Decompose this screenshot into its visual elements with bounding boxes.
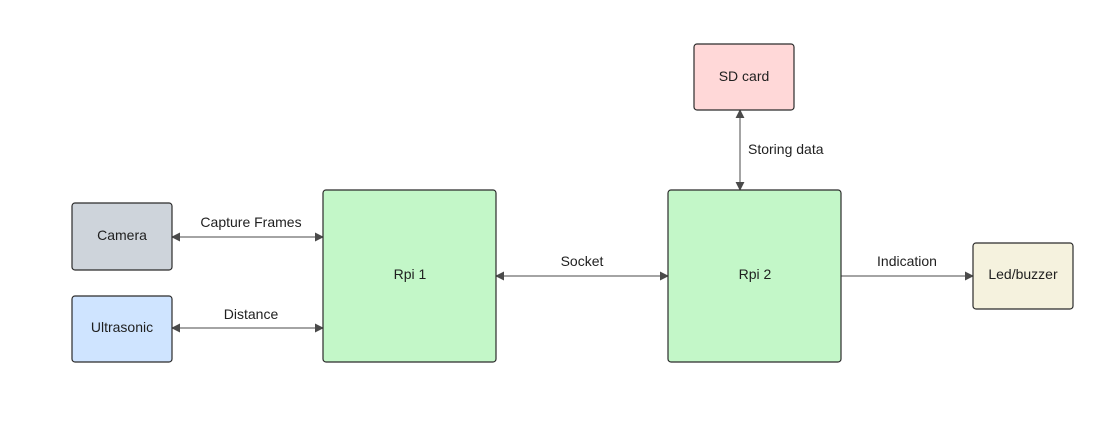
node-label-ledbuzzer: Led/buzzer	[988, 266, 1058, 282]
edge-indication: Indication	[841, 253, 974, 281]
node-box-ultrasonic	[71, 295, 173, 363]
node-ultrasonic: Ultrasonic	[71, 295, 173, 363]
edge-storing-data: Storing data	[735, 109, 824, 191]
node-label-camera: Camera	[97, 227, 147, 243]
node-box-sdcard	[693, 43, 795, 111]
node-label-ultrasonic: Ultrasonic	[91, 319, 153, 335]
node-rpi1: Rpi 1	[322, 189, 497, 363]
node-camera: Camera	[71, 202, 173, 271]
edge-label-storing-data: Storing data	[748, 141, 824, 157]
edge-label-capture-frames: Capture Frames	[200, 214, 301, 230]
node-box-rpi1	[322, 189, 497, 363]
edge-distance: Distance	[171, 306, 324, 333]
edge-label-socket: Socket	[561, 253, 604, 269]
node-sdcard: SD card	[693, 43, 795, 111]
edge-socket: Socket	[495, 253, 669, 281]
edge-capture-frames: Capture Frames	[171, 214, 324, 242]
edge-label-distance: Distance	[224, 306, 279, 322]
node-box-ledbuzzer	[972, 242, 1074, 310]
node-box-camera	[71, 202, 173, 271]
node-label-sdcard: SD card	[719, 68, 770, 84]
node-ledbuzzer: Led/buzzer	[972, 242, 1074, 310]
node-label-rpi2: Rpi 2	[739, 266, 772, 282]
edge-label-indication: Indication	[877, 253, 937, 269]
node-box-rpi2	[667, 189, 842, 363]
node-label-rpi1: Rpi 1	[394, 266, 427, 282]
node-rpi2: Rpi 2	[667, 189, 842, 363]
